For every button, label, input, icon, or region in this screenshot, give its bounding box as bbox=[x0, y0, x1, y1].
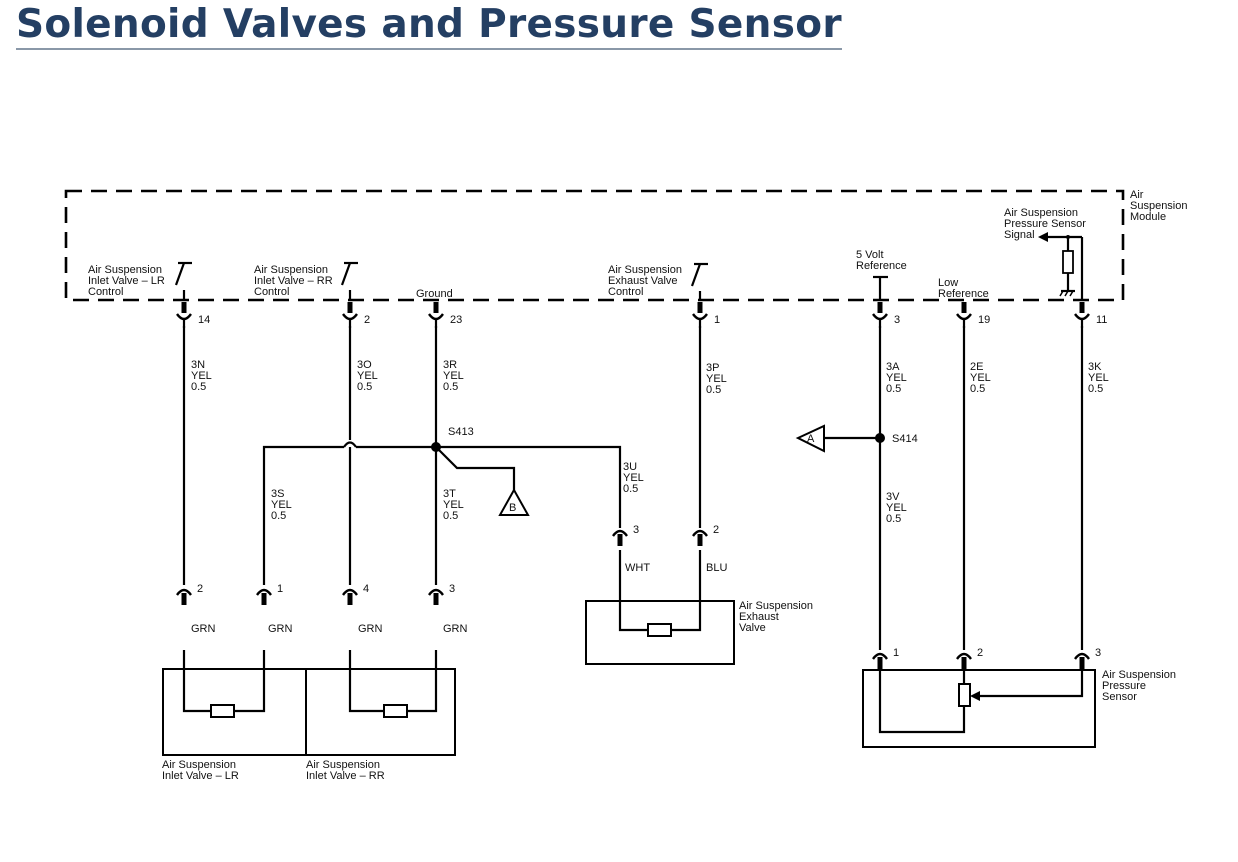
pin-label-5v-reference: 5 Volt Reference bbox=[856, 249, 907, 272]
switch-icon bbox=[340, 261, 358, 300]
pin-number: 11 bbox=[1096, 314, 1107, 326]
connector-a-label: A bbox=[807, 433, 815, 445]
exhaust-valve: Air Suspension Exhaust Valve bbox=[585, 550, 816, 665]
component-name: Air Suspension Exhaust Valve bbox=[739, 600, 816, 634]
wire-color-label: GRN bbox=[443, 623, 468, 635]
pin-number: 23 bbox=[450, 314, 462, 326]
switch-icon bbox=[174, 261, 192, 300]
component-name: Air Suspension Inlet Valve – LR bbox=[162, 759, 239, 782]
wire-ground-to-B bbox=[435, 446, 516, 492]
pin-number: 1 bbox=[714, 314, 720, 326]
splice-s414-label: S414 bbox=[892, 433, 918, 445]
component-terminal: 2 bbox=[176, 583, 203, 605]
pin-number: 2 bbox=[713, 524, 719, 536]
pressure-signal-internal bbox=[1038, 232, 1084, 300]
component-terminal: 1 bbox=[256, 583, 283, 605]
splice-s413-label: S413 bbox=[448, 426, 474, 438]
pin-number: 2 bbox=[197, 583, 203, 595]
pin-label-low-reference: Low Reference bbox=[938, 277, 989, 300]
module-terminal: 1 bbox=[692, 302, 720, 328]
pin-number: 1 bbox=[277, 583, 283, 595]
pin-number: 3 bbox=[633, 524, 639, 536]
connector-b-icon bbox=[498, 487, 530, 516]
component-terminal: 4 bbox=[342, 583, 369, 605]
module-terminal: 3 bbox=[872, 302, 900, 328]
module-terminal: 14 bbox=[176, 302, 210, 328]
component-terminal: 3 bbox=[1074, 647, 1101, 669]
pin-number: 2 bbox=[977, 647, 983, 659]
splice-s413 bbox=[431, 442, 441, 452]
component-terminal: 3 bbox=[428, 583, 455, 605]
component-terminal: 2 bbox=[956, 647, 983, 669]
wire-color-label: GRN bbox=[191, 623, 216, 635]
module-terminal: 23 bbox=[428, 302, 462, 328]
module-terminal: 19 bbox=[956, 302, 990, 328]
module-terminal: 11 bbox=[1074, 302, 1107, 328]
pin-label-inlet-lr-control: Air Suspension Inlet Valve – LR Control bbox=[88, 264, 168, 298]
switch-icon bbox=[690, 262, 708, 300]
connector-b-label: B bbox=[509, 502, 516, 514]
module-boundary bbox=[64, 189, 1125, 302]
pressure-sensor: Air Suspension Pressure Sensor bbox=[862, 664, 1179, 748]
page-title: Solenoid Valves and Pressure Sensor bbox=[16, 2, 842, 50]
pin-number: 2 bbox=[364, 314, 370, 326]
component-name: Air Suspension Pressure Sensor bbox=[1102, 669, 1179, 703]
wire-color-label: GRN bbox=[358, 623, 383, 635]
component-name: Air Suspension Inlet Valve – RR bbox=[306, 759, 385, 782]
component-terminal: 1 bbox=[872, 647, 899, 669]
component-terminal: 3 bbox=[612, 524, 639, 546]
reference-terminal-icon bbox=[873, 275, 888, 300]
inlet-valve-lr: Air Suspension Inlet Valve – LR bbox=[162, 650, 307, 782]
pin-label-pressure-signal: Air Suspension Pressure Sensor Signal bbox=[1004, 207, 1089, 241]
pin-number: 3 bbox=[894, 314, 900, 326]
pin-number: 14 bbox=[198, 314, 210, 326]
pin-number: 1 bbox=[893, 647, 899, 659]
pin-number: 3 bbox=[449, 583, 455, 595]
chassis-ground-icon bbox=[1059, 289, 1075, 297]
wiper-arrow-icon bbox=[970, 691, 980, 701]
connector-a-icon bbox=[795, 424, 825, 453]
pin-label-exhaust-control: Air Suspension Exhaust Valve Control bbox=[608, 264, 685, 298]
inlet-valve-rr: Air Suspension Inlet Valve – RR bbox=[305, 650, 456, 782]
component-terminal: 2 bbox=[692, 524, 719, 546]
solenoid-coil-icon bbox=[383, 704, 408, 718]
wire-color-label: GRN bbox=[268, 623, 293, 635]
wire-color-label: BLU bbox=[706, 562, 727, 574]
wire-crossover bbox=[343, 441, 357, 448]
solenoid-coil-icon bbox=[647, 623, 672, 637]
pin-number: 3 bbox=[1095, 647, 1101, 659]
pin-label-ground: Ground bbox=[416, 288, 453, 300]
module-terminal: 2 bbox=[342, 302, 370, 328]
arrow-left-icon bbox=[1038, 232, 1048, 242]
wire-3S bbox=[262, 445, 344, 585]
splice-s414 bbox=[875, 433, 885, 443]
wires bbox=[182, 326, 1084, 650]
pullup-resistor-icon bbox=[1062, 250, 1074, 274]
wire-3U bbox=[356, 445, 622, 528]
pin-label-inlet-rr-control: Air Suspension Inlet Valve – RR Control bbox=[254, 264, 336, 298]
wire-color-label: WHT bbox=[625, 562, 650, 574]
potentiometer-icon bbox=[958, 683, 971, 707]
pin-number: 19 bbox=[978, 314, 990, 326]
pin-number: 4 bbox=[363, 583, 369, 595]
module-name: Air Suspension Module bbox=[1130, 189, 1191, 223]
solenoid-coil-icon bbox=[210, 704, 235, 718]
air-suspension-module: Air Suspension Module bbox=[64, 189, 1191, 302]
